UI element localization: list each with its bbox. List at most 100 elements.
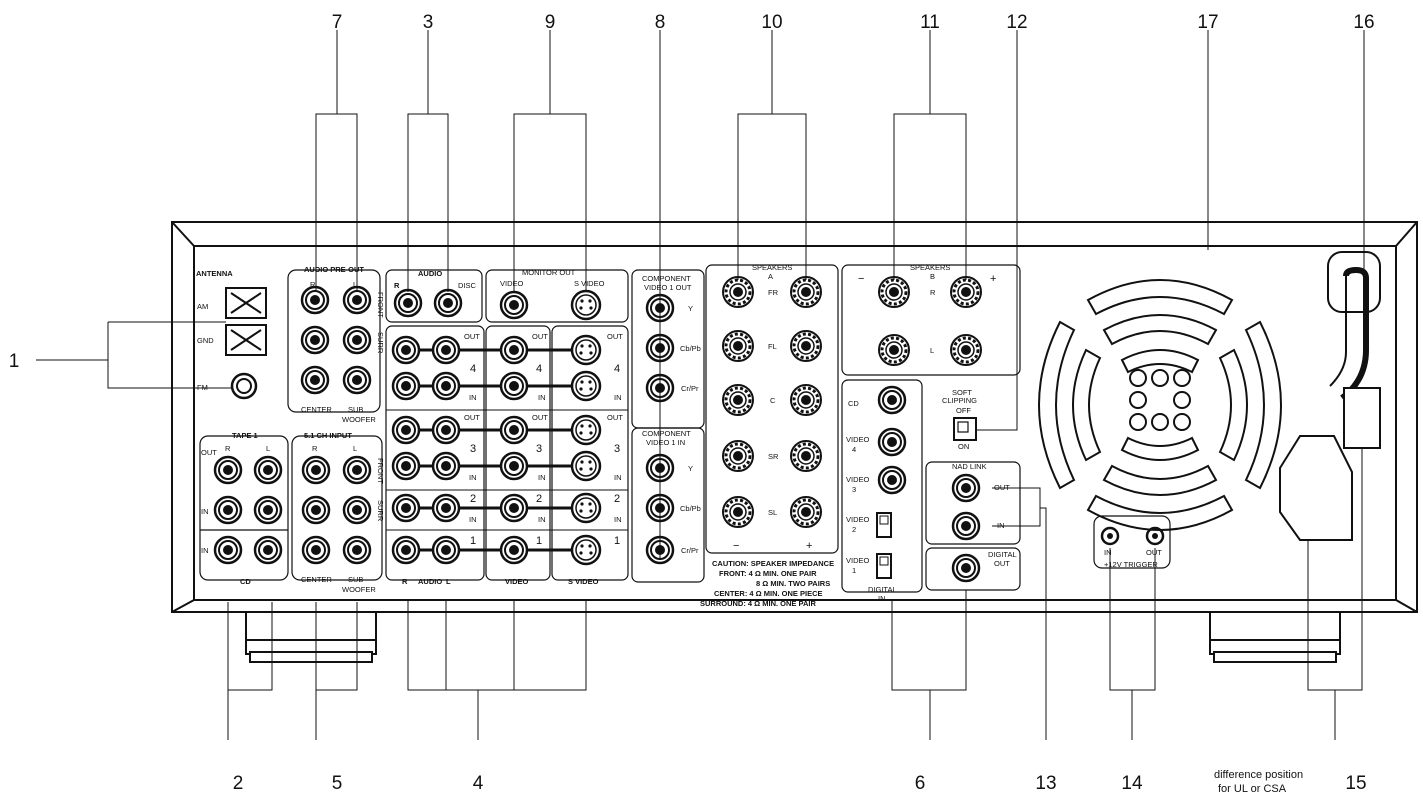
- monitor-out-section: MONITOR OUT VIDEO S VIDEO: [485, 268, 629, 323]
- callout-8: 8: [655, 12, 666, 33]
- tape-cd-section: TAPE 1 R L OUT IN IN CD: [199, 431, 289, 586]
- io-out3-s: OUT: [607, 413, 623, 422]
- callout-7: 7: [332, 12, 343, 33]
- speakers-b-label: SPEAKERS: [910, 263, 950, 272]
- ch51-l-label: L: [353, 444, 357, 453]
- speakers-b-letter: B: [930, 272, 935, 281]
- dig-video3: VIDEO: [846, 475, 870, 484]
- disc-label: DISC: [458, 281, 477, 290]
- spk-b-minus: −: [858, 273, 864, 285]
- io-out3-a: OUT: [464, 413, 480, 422]
- callout-14: 14: [1121, 773, 1143, 794]
- callout-lines: [36, 30, 1365, 740]
- ch51-front-label: FRONT: [376, 458, 385, 484]
- spk-sl: SL: [768, 508, 777, 517]
- speakers-b-section: SPEAKERS B − + R L: [841, 263, 1021, 376]
- preout-woofer-label: WOOFER: [342, 415, 376, 424]
- io-in4-a: IN: [469, 393, 477, 402]
- dig-video2-n: 2: [852, 525, 856, 534]
- comp-out-cb: Cb/Pb: [680, 344, 701, 353]
- comp-in-line1: COMPONENT: [642, 429, 691, 438]
- fan-grille: [1038, 279, 1282, 531]
- trig-label: +12V TRIGGER: [1104, 560, 1158, 569]
- digital-out-section: DIGITAL OUT: [925, 547, 1021, 591]
- spk-b-l: L: [930, 346, 934, 355]
- io-n3-v: 3: [536, 443, 542, 455]
- io-audio-bottom: AUDIO: [418, 577, 442, 586]
- io-in2-a: IN: [469, 515, 477, 524]
- tape-r-label: R: [225, 444, 231, 453]
- spk-b-plus: +: [990, 273, 996, 285]
- caution-line: CAUTION: SPEAKER IMPEDANCE: [712, 559, 834, 568]
- nad-link-section: NAD LINK OUT IN: [925, 461, 1021, 545]
- monitor-video-label: VIDEO: [500, 279, 524, 288]
- dig-video2: VIDEO: [846, 515, 870, 524]
- comp-in-cb: Cb/Pb: [680, 504, 701, 513]
- audio-top-label: AUDIO: [418, 269, 442, 278]
- dig-video3-n: 3: [852, 485, 856, 494]
- ch51-woofer-label: WOOFER: [342, 585, 376, 594]
- io-in2-v: IN: [538, 515, 546, 524]
- io-out4-s: OUT: [607, 332, 623, 341]
- soft-clipping-switch: SOFT CLIPPING OFF ON: [942, 388, 977, 451]
- dig-video1-n: 1: [852, 566, 856, 575]
- io-svideo-bottom: S VIDEO: [568, 577, 599, 586]
- callout-13: 13: [1035, 773, 1056, 794]
- io-n2-a: 2: [470, 493, 476, 505]
- io-n3-s: 3: [614, 443, 620, 455]
- spk-fl: FL: [768, 342, 777, 351]
- io-n2-s: 2: [614, 493, 620, 505]
- trigger-section: IN OUT +12V TRIGGER: [1093, 515, 1171, 569]
- dig-video1: VIDEO: [846, 556, 870, 565]
- clipping-label: CLIPPING: [942, 396, 977, 405]
- dig-video4-n: 4: [852, 445, 856, 454]
- ul-csa-note-line1: difference position: [1214, 769, 1303, 781]
- speakers-a-label: SPEAKERS: [752, 263, 792, 272]
- io-l-bottom: L: [446, 577, 451, 586]
- callout-6: 6: [915, 773, 926, 794]
- cd-in-label: IN: [201, 546, 209, 555]
- io-r-bottom: R: [402, 577, 408, 586]
- front-imp-line: FRONT: 4 Ω MIN. ONE PAIR: [719, 569, 817, 578]
- preout-front-label: FRONT: [376, 292, 385, 318]
- trig-out: OUT: [1146, 548, 1162, 557]
- ch51-center-label: CENTER: [301, 575, 332, 584]
- right-foot: [1209, 611, 1341, 663]
- comp-out-line2: VIDEO 1 OUT: [644, 283, 692, 292]
- io-n1-a: 1: [470, 535, 476, 547]
- comp-in-cr: Cr/Pr: [681, 546, 699, 555]
- comp-in-y: Y: [688, 464, 693, 473]
- digout-line1: DIGITAL: [988, 550, 1017, 559]
- io-in2-s: IN: [614, 515, 622, 524]
- preout-l-label: L: [353, 280, 357, 289]
- spk-c: C: [770, 396, 776, 405]
- callout-9: 9: [545, 12, 556, 33]
- io-out3-v: OUT: [532, 413, 548, 422]
- callout-10: 10: [761, 12, 782, 33]
- av-io-section: OUT OUT OUT 4 4 4 IN IN IN OUT OUT OUT 3…: [385, 325, 629, 586]
- cd-label: CD: [240, 577, 251, 586]
- monitor-out-label: MONITOR OUT: [522, 268, 576, 277]
- ch51-input-section: 5.1 CH INPUT R L FRONT SURR CENTER SUB W…: [291, 431, 385, 594]
- io-in4-s: IN: [614, 393, 622, 402]
- io-in3-v: IN: [538, 473, 546, 482]
- ch51-surr-label: SURR: [376, 500, 385, 522]
- speakers-a-section: SPEAKERS A FR FL C SR SL − + CAUTION: SP…: [700, 263, 839, 608]
- ul-csa-outlet: [1279, 435, 1353, 541]
- io-n4-v: 4: [536, 363, 542, 375]
- spk-a-minus: −: [733, 540, 739, 552]
- callout-12: 12: [1006, 12, 1027, 33]
- audio-disc-section: AUDIO R DISC: [385, 269, 483, 323]
- preout-surr-label: SURR: [376, 332, 385, 354]
- io-in3-s: IN: [614, 473, 622, 482]
- io-n4-a: 4: [470, 363, 476, 375]
- callout-2: 2: [233, 773, 244, 794]
- trig-in: IN: [1104, 548, 1112, 557]
- spk-fr: FR: [768, 288, 779, 297]
- io-n4-s: 4: [614, 363, 620, 375]
- io-n1-v: 1: [536, 535, 542, 547]
- antenna-section: ANTENNA AM GND FM: [196, 269, 267, 400]
- dig-video4: VIDEO: [846, 435, 870, 444]
- callout-17: 17: [1197, 12, 1218, 33]
- io-n1-s: 1: [614, 535, 620, 547]
